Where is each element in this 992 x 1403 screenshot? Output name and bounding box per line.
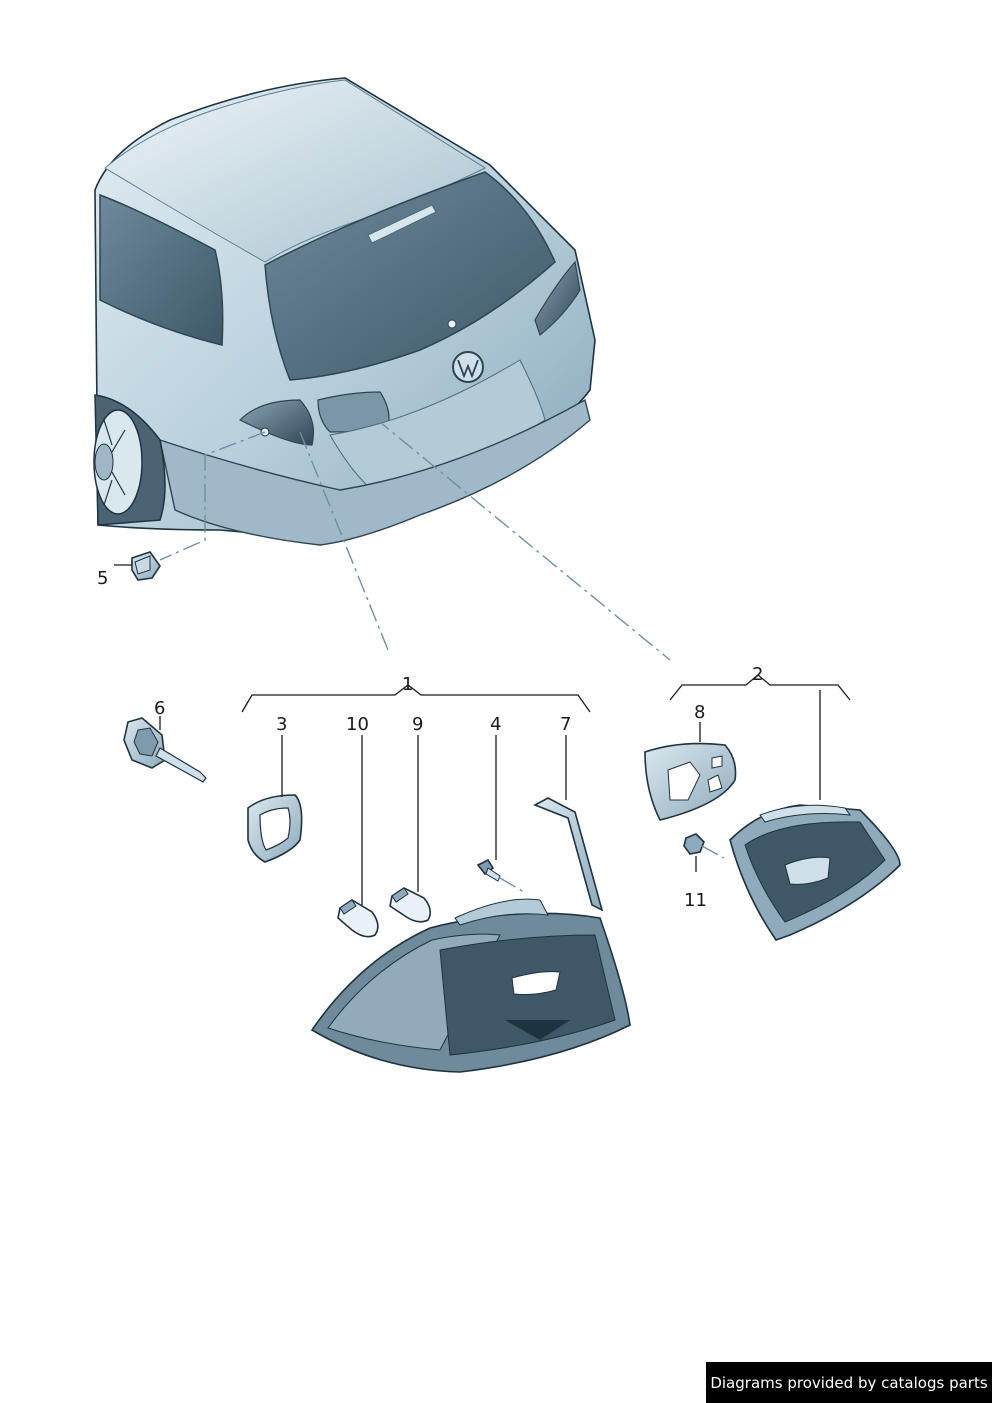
callout-10: 10 — [346, 714, 369, 735]
outer-tail-lamp — [310, 898, 631, 1073]
callout-8: 8 — [694, 702, 705, 723]
brake-light — [367, 204, 437, 244]
callout-1: 1 — [402, 674, 413, 695]
callout-11: 11 — [684, 890, 707, 911]
rear-windshield — [264, 171, 556, 381]
part-7-seal-strip — [533, 735, 604, 912]
part-4-screw — [476, 735, 525, 893]
callout-5: 5 — [97, 568, 108, 589]
part-11-nut — [683, 833, 725, 872]
vehicle-rear-view — [93, 77, 596, 546]
callout-4: 4 — [490, 714, 501, 735]
part-3-gasket — [247, 735, 303, 863]
part-10-bulb — [337, 735, 379, 938]
vehicle-right-taillamp — [534, 260, 581, 337]
rear-wheel — [93, 394, 166, 526]
callout-2: 2 — [752, 664, 763, 685]
part-5-clip — [114, 551, 161, 581]
callout-9: 9 — [412, 714, 423, 735]
callout-3: 3 — [276, 714, 287, 735]
part-6-bulb-holder — [123, 716, 207, 783]
inner-tail-lamp — [729, 804, 901, 941]
brand-emblem — [452, 351, 484, 383]
catalog-credit-banner: Diagrams provided by catalogs parts — [706, 1362, 992, 1403]
callout-6: 6 — [154, 698, 165, 719]
part-9-bulb — [389, 735, 432, 923]
group-2-bracket — [669, 674, 851, 800]
vehicle-left-taillamp — [238, 399, 315, 446]
rear-bumper — [159, 398, 591, 546]
rear-wiper-mount — [447, 319, 457, 329]
part-8-gasket — [644, 722, 737, 821]
callout-7: 7 — [560, 714, 571, 735]
group-1-bracket — [241, 684, 591, 713]
guide-lines — [159, 417, 671, 661]
side-window — [99, 193, 224, 346]
